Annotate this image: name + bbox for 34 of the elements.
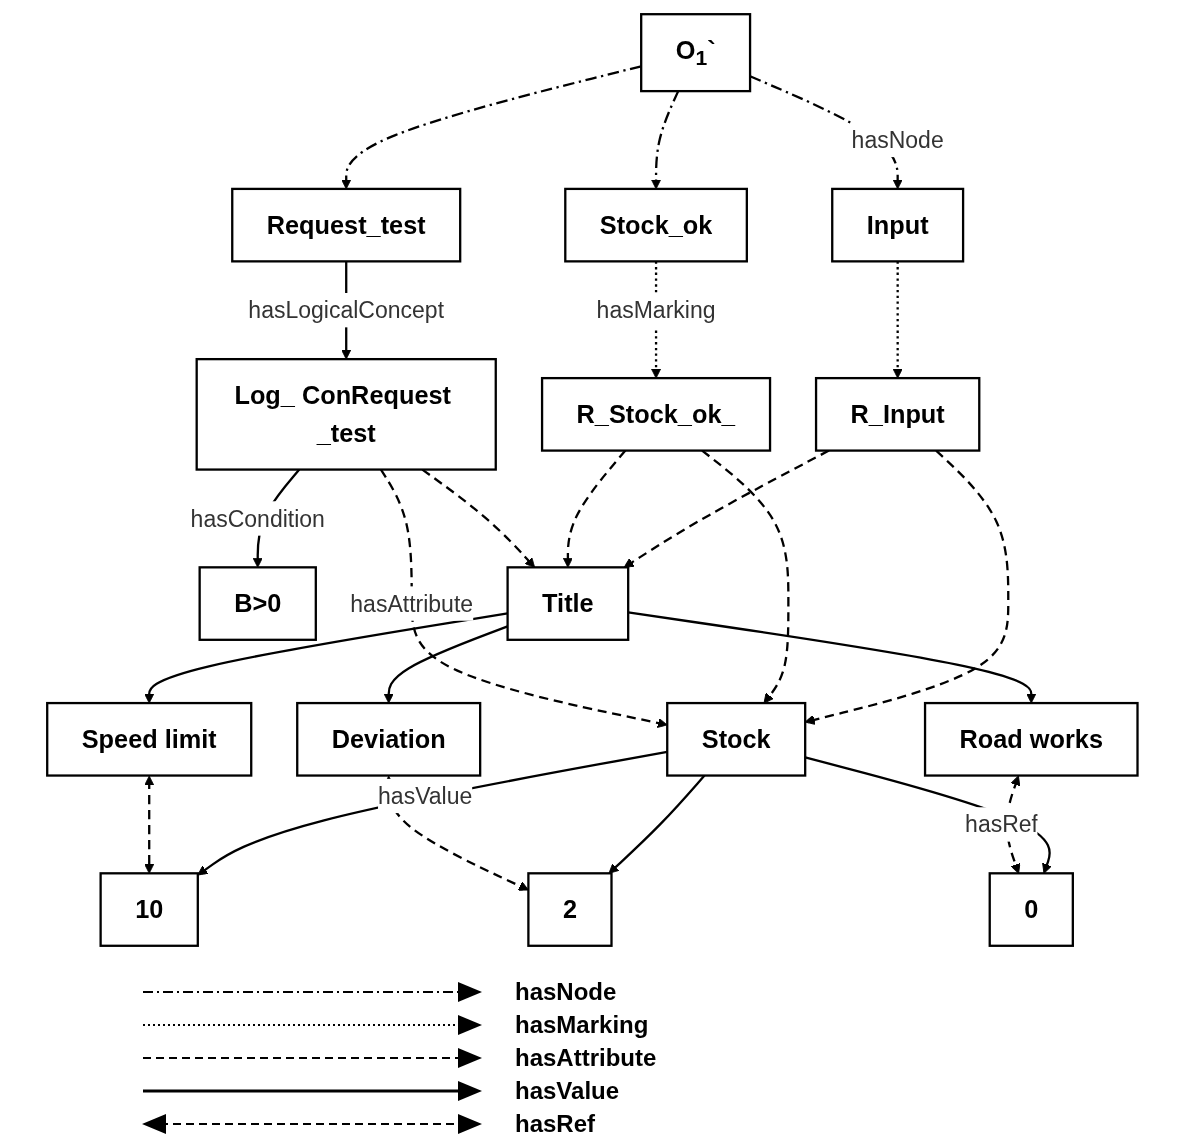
node-box <box>988 872 1074 947</box>
edge-label: hasAttribute <box>349 590 473 617</box>
node-box <box>639 13 751 93</box>
edge-label: hasRef <box>964 811 1038 838</box>
node-box <box>923 701 1139 777</box>
edge-label: hasValue <box>377 783 472 809</box>
arrow <box>383 625 508 704</box>
node-box <box>99 872 199 947</box>
edge-label: hasLogicalConcept <box>248 297 444 323</box>
legend-label: hasValue <box>515 1076 620 1105</box>
flowchart: hasNode hasLogicalConcept hasMarking hasCondition hasAttribute hasValue hasRef O$_{1}$` Request_test Stock_ok Input Log_ ConRequest _test R_Stock_ok_ R_Input B>0 Title Speed limit Deviation Stock Road works 10 2 0 <box>37 5 1147 955</box>
node-box <box>295 701 481 777</box>
node-box <box>814 376 981 452</box>
legend-label: hasRef <box>515 1109 596 1138</box>
arrow <box>143 775 154 874</box>
node-box <box>830 187 964 263</box>
arrow <box>892 261 903 379</box>
node-box <box>506 566 629 641</box>
node-box <box>198 566 317 641</box>
legend-label: hasMarking <box>515 1010 649 1039</box>
node-box <box>45 701 252 777</box>
node-box <box>563 187 748 263</box>
edge-label: hasCondition <box>190 505 325 532</box>
node-box <box>230 187 461 263</box>
edge-label: hasNode <box>851 127 944 153</box>
node-box <box>526 872 613 947</box>
arrow <box>627 611 1036 704</box>
legend-label: hasAttribute <box>515 1043 657 1072</box>
node-box <box>540 376 771 452</box>
node-box <box>665 701 806 777</box>
node-box <box>195 358 497 471</box>
legend-label: hasNode <box>515 977 617 1006</box>
edge-label: hasMarking <box>596 297 716 323</box>
arrow <box>143 612 508 704</box>
